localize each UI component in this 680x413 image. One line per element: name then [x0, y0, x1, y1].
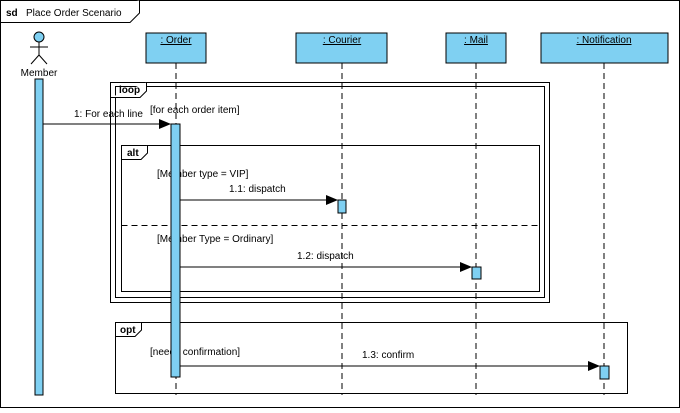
alt-guard-ordinary: [Member Type = Ordinary] [157, 234, 273, 245]
opt-tab [115, 322, 142, 337]
alt-fragment[interactable]: alt [Member type = VIP] [Member Type = O… [121, 145, 540, 292]
lifeline-mail[interactable]: : Mail [445, 32, 507, 395]
message-1-2-label: 1.2: dispatch [297, 251, 354, 262]
loop-frame [110, 82, 550, 303]
lifeline-courier-label: : Courier [323, 35, 362, 46]
message-1-label: 1: For each line [74, 109, 143, 120]
loop-tab [110, 82, 147, 98]
message-1-3-label: 1.3: confirm [362, 350, 414, 361]
alt-tab [121, 145, 148, 160]
opt-operator: opt [120, 325, 136, 336]
alt-guard-vip: [Member type = VIP] [157, 169, 249, 180]
lifeline-order[interactable]: : Order [145, 32, 207, 395]
frame-tab [0, 0, 140, 23]
actor-member[interactable] [30, 31, 48, 65]
message-1[interactable]: 1: For each line [43, 109, 171, 129]
courier-activation[interactable] [337, 199, 347, 214]
lifeline-courier-head[interactable] [295, 32, 388, 64]
opt-guard: [needs confirmation] [150, 347, 240, 358]
order-activation[interactable] [170, 123, 181, 378]
actor-name: Member [21, 68, 58, 79]
opt-frame [115, 322, 628, 394]
lifeline-notification[interactable]: : Notification [540, 32, 669, 395]
message-1-3[interactable]: 1.3: confirm [180, 350, 600, 371]
lifeline-mail-label: : Mail [464, 35, 488, 46]
opt-fragment[interactable]: opt [needs confirmation] [115, 322, 628, 394]
loop-inner-frame [115, 86, 545, 298]
message-1-1[interactable]: 1.1: dispatch [180, 184, 338, 205]
message-1-1-label: 1.1: dispatch [229, 184, 286, 195]
actor-head [33, 31, 45, 43]
lifeline-order-head[interactable] [145, 32, 207, 64]
alt-frame [121, 145, 540, 292]
alt-operator: alt [127, 148, 139, 159]
notification-activation[interactable] [599, 365, 610, 380]
mail-activation[interactable] [471, 266, 482, 280]
actor-right-leg [38, 54, 48, 65]
actor-activation[interactable] [34, 78, 44, 396]
frame-title: Place Order Scenario [26, 8, 122, 19]
loop-guard: [for each order item] [150, 105, 240, 116]
loop-operator: loop [119, 85, 140, 96]
lifeline-courier[interactable]: : Courier [295, 32, 388, 395]
lifeline-notification-label: : Notification [576, 35, 631, 46]
actor-left-leg [30, 54, 40, 65]
message-1-2[interactable]: 1.2: dispatch [180, 251, 472, 272]
lifeline-order-label: : Order [160, 35, 192, 46]
frame-keyword: sd [6, 8, 18, 19]
loop-fragment[interactable]: loop [for each order item] [110, 82, 550, 303]
